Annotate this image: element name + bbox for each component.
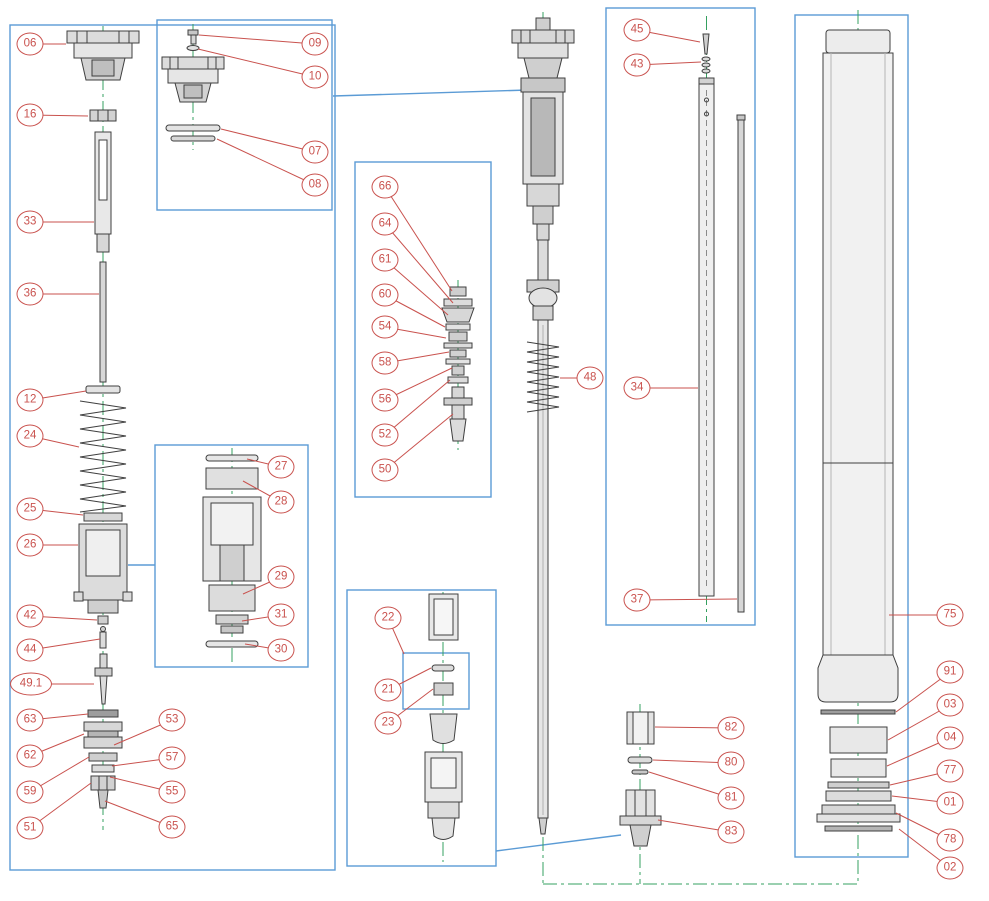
callout-62[interactable]: 62 — [16, 744, 44, 768]
callout-57[interactable]: 57 — [158, 746, 186, 770]
detail-box-base-valve — [154, 444, 309, 668]
callout-65[interactable]: 65 — [158, 815, 186, 839]
detail-box-outer-tube — [794, 14, 909, 858]
leader-line-08 — [216, 138, 316, 186]
callout-22[interactable]: 22 — [374, 606, 402, 630]
callout-59[interactable]: 59 — [16, 780, 44, 804]
callout-28[interactable]: 28 — [267, 490, 295, 514]
leader-line-09 — [198, 34, 316, 45]
callout-24[interactable]: 24 — [16, 424, 44, 448]
callout-21[interactable]: 21 — [374, 678, 402, 702]
callout-06[interactable]: 06 — [16, 32, 44, 56]
callout-82[interactable]: 82 — [717, 716, 745, 740]
callout-01[interactable]: 01 — [936, 791, 964, 815]
callout-16[interactable]: 16 — [16, 103, 44, 127]
callout-31[interactable]: 31 — [267, 603, 295, 627]
callout-30[interactable]: 30 — [267, 638, 295, 662]
detail-bracket-22 — [402, 652, 470, 710]
callout-04[interactable]: 04 — [936, 726, 964, 750]
leader-line-37 — [636, 598, 738, 601]
part-group-cartridge-assembly — [511, 17, 575, 835]
part-group-base-valve-detail — [202, 454, 262, 648]
callout-44[interactable]: 44 — [16, 638, 44, 662]
callout-52[interactable]: 52 — [371, 423, 399, 447]
callout-80[interactable]: 80 — [717, 751, 745, 775]
callout-66[interactable]: 66 — [371, 175, 399, 199]
part-group-axle-foot-detail — [424, 593, 463, 840]
detail-box-shim-stack — [354, 161, 492, 498]
detail-box-fork-cap — [156, 19, 333, 211]
callout-12[interactable]: 12 — [16, 388, 44, 412]
callout-27[interactable]: 27 — [267, 455, 295, 479]
callout-64[interactable]: 64 — [371, 212, 399, 236]
callout-08[interactable]: 08 — [301, 173, 329, 197]
callout-02[interactable]: 02 — [936, 856, 964, 880]
part-group-compression-adjuster — [619, 711, 662, 847]
leader-line-52 — [384, 379, 451, 436]
callout-36[interactable]: 36 — [16, 282, 44, 306]
leader-line-61 — [384, 259, 449, 316]
callout-07[interactable]: 07 — [301, 140, 329, 164]
callout-42[interactable]: 42 — [16, 604, 44, 628]
part-group-shim-stack-detail — [441, 286, 475, 442]
callout-77[interactable]: 77 — [936, 759, 964, 783]
callout-60[interactable]: 60 — [371, 283, 399, 307]
callout-78[interactable]: 78 — [936, 828, 964, 852]
callout-81[interactable]: 81 — [717, 786, 745, 810]
callout-26[interactable]: 26 — [16, 533, 44, 557]
part-group-rods — [698, 33, 746, 613]
detail-box-axle-foot — [346, 589, 497, 867]
callout-91[interactable]: 91 — [936, 660, 964, 684]
part-group-outer-tube — [816, 29, 901, 832]
callout-53[interactable]: 53 — [158, 708, 186, 732]
detail-box-left-assembly — [9, 24, 336, 871]
callout-55[interactable]: 55 — [158, 780, 186, 804]
callout-10[interactable]: 10 — [301, 65, 329, 89]
callout-48[interactable]: 48 — [576, 366, 604, 390]
callout-63[interactable]: 63 — [16, 708, 44, 732]
callout-29[interactable]: 29 — [267, 565, 295, 589]
callout-61[interactable]: 61 — [371, 248, 399, 272]
leader-line-10 — [197, 48, 316, 78]
callout-25[interactable]: 25 — [16, 497, 44, 521]
callout-83[interactable]: 83 — [717, 820, 745, 844]
callout-09[interactable]: 09 — [301, 32, 329, 56]
callout-75[interactable]: 75 — [936, 603, 964, 627]
part-group-fork-cap-detail — [161, 29, 225, 142]
callout-54[interactable]: 54 — [371, 315, 399, 339]
callout-58[interactable]: 58 — [371, 351, 399, 375]
callout-56[interactable]: 56 — [371, 388, 399, 412]
detail-box-rods — [605, 7, 756, 626]
callout-37[interactable]: 37 — [623, 588, 651, 612]
connector-cap-detail — [332, 89, 529, 97]
leader-line-64 — [384, 223, 454, 304]
detail-boxes — [9, 7, 909, 871]
callout-49.1[interactable]: 49.1 — [10, 672, 52, 696]
callout-51[interactable]: 51 — [16, 816, 44, 840]
connector-foot-detail — [495, 834, 622, 852]
callout-43[interactable]: 43 — [623, 53, 651, 77]
callout-50[interactable]: 50 — [371, 458, 399, 482]
leader-line-50 — [384, 413, 454, 471]
leader-line-81 — [648, 771, 732, 799]
callout-34[interactable]: 34 — [623, 376, 651, 400]
callout-03[interactable]: 03 — [936, 693, 964, 717]
part-group-left-damper-assembly — [66, 30, 140, 809]
leader-line-07 — [220, 128, 316, 153]
callout-33[interactable]: 33 — [16, 210, 44, 234]
callout-23[interactable]: 23 — [374, 711, 402, 735]
part-drawings — [66, 17, 901, 847]
leader-line-66 — [384, 186, 453, 292]
callout-45[interactable]: 45 — [623, 18, 651, 42]
